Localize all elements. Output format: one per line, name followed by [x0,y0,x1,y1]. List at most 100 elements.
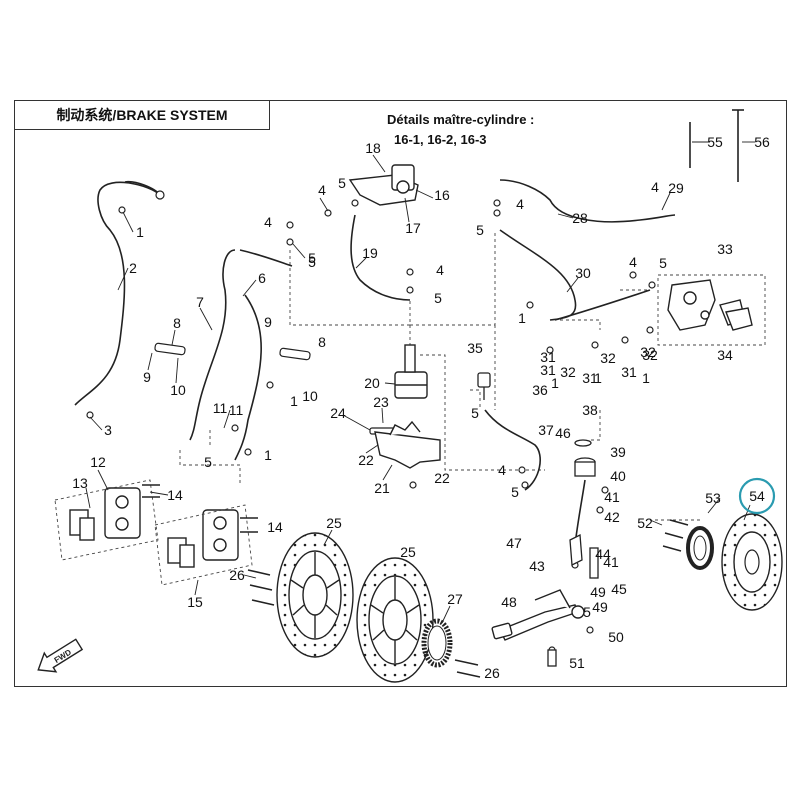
callout-number-5: 5 [471,405,479,421]
rear-disc [721,513,783,611]
forward-arrow-icon: FWD [37,638,84,673]
leader-line [415,189,434,199]
callout-number-27: 27 [447,591,463,607]
rear-caliper [667,279,753,331]
callout-number-1: 1 [264,447,272,463]
callout-number-1: 1 [551,375,559,391]
pins [154,342,396,435]
callout-number-8: 8 [173,315,181,331]
callout-number-9: 9 [264,314,272,330]
callout-number-5: 5 [434,290,442,306]
highlight-ring [738,477,776,515]
callout-number-4: 4 [651,179,659,195]
leader-line [194,579,199,596]
callout-number-37: 37 [538,422,554,438]
leader-line [122,211,134,233]
disc-bolts [247,569,481,678]
callout-number-32: 32 [640,344,656,360]
callout-number-41: 41 [603,554,619,570]
callout-number-51: 51 [569,655,585,671]
leader-line [661,192,671,211]
callout-number-50: 50 [608,629,624,645]
callout-number-18: 18 [365,140,381,156]
rear-disc-carrier [686,526,714,570]
caliper-bolts [142,484,258,533]
callout-number-5: 5 [338,175,346,191]
front-disc-1 [276,532,354,658]
callout-number-49: 49 [590,584,606,600]
callout-number-5: 5 [308,250,316,266]
callout-numbers: 1234567891011121314151617181920212223242… [72,134,770,681]
callout-number-5: 5 [659,255,667,271]
leader-line [382,464,393,481]
abs-bracket [374,420,441,469]
callout-number-35: 35 [467,340,483,356]
rear-master-cylinder [569,439,599,579]
master-cylinder-note-line1: Détails maître-cylindre : [387,112,535,127]
leader-line [319,197,329,212]
callout-number-42: 42 [604,509,620,525]
callout-number-45: 45 [611,581,627,597]
leader-line [566,277,579,293]
brake-hoses [74,179,676,546]
leader-line [372,154,386,173]
diagram-frame [14,100,787,687]
callout-number-1: 1 [642,370,650,386]
callout-number-1: 1 [594,370,602,386]
leader-line [557,213,574,219]
diagram-title: 制动系统/BRAKE SYSTEM [14,100,270,130]
leader-line [649,519,663,526]
callout-number-49: 49 [592,599,608,615]
callout-number-17: 17 [405,220,421,236]
callout-number-30: 30 [575,265,591,281]
callout-number-32: 32 [600,350,616,366]
callout-number-5: 5 [511,484,519,500]
callout-number-1: 1 [518,310,526,326]
callout-number-5: 5 [204,454,212,470]
callout-number-12: 12 [90,454,106,470]
callout-number-23: 23 [373,394,389,410]
callout-number-4: 4 [436,262,444,278]
callout-number-24: 24 [330,405,346,421]
callout-number-4: 4 [629,254,637,270]
leader-line [199,307,213,331]
callout-number-44: 44 [595,546,611,562]
callout-number-56: 56 [754,134,770,150]
callout-number-10: 10 [302,388,318,404]
abs-modulator [394,344,428,399]
callout-number-48: 48 [501,594,517,610]
callout-number-31: 31 [540,349,556,365]
callout-number-31: 31 [582,370,598,386]
leader-line [97,469,109,491]
leader-line [223,409,231,429]
leader-line [355,257,367,269]
leader-line [243,574,257,579]
abs-tone-ring [421,618,453,668]
pivot-bolt [547,649,557,667]
callout-number-1: 1 [290,393,298,409]
callout-number-13: 13 [72,475,88,491]
callout-number-4: 4 [264,214,272,230]
callout-number-47: 47 [506,535,522,551]
leader-line [292,243,306,259]
callout-number-6: 6 [258,270,266,286]
callout-number-32: 32 [642,347,658,363]
callout-number-31: 31 [540,362,556,378]
callout-number-41: 41 [604,489,620,505]
callout-number-46: 46 [555,425,571,441]
callout-number-1: 1 [136,224,144,240]
callout-number-15: 15 [187,594,203,610]
leader-line [384,382,396,385]
callout-number-3: 3 [104,422,112,438]
callout-number-28: 28 [572,210,588,226]
callout-number-52: 52 [637,515,653,531]
rod-items-55-56 [689,109,744,182]
leader-line [404,197,410,223]
front-master-cylinder [348,164,419,206]
callout-number-26: 26 [229,567,245,583]
leader-line [242,279,257,297]
callout-number-2: 2 [129,260,137,276]
callout-number-53: 53 [705,490,721,506]
callout-number-4: 4 [318,182,326,198]
